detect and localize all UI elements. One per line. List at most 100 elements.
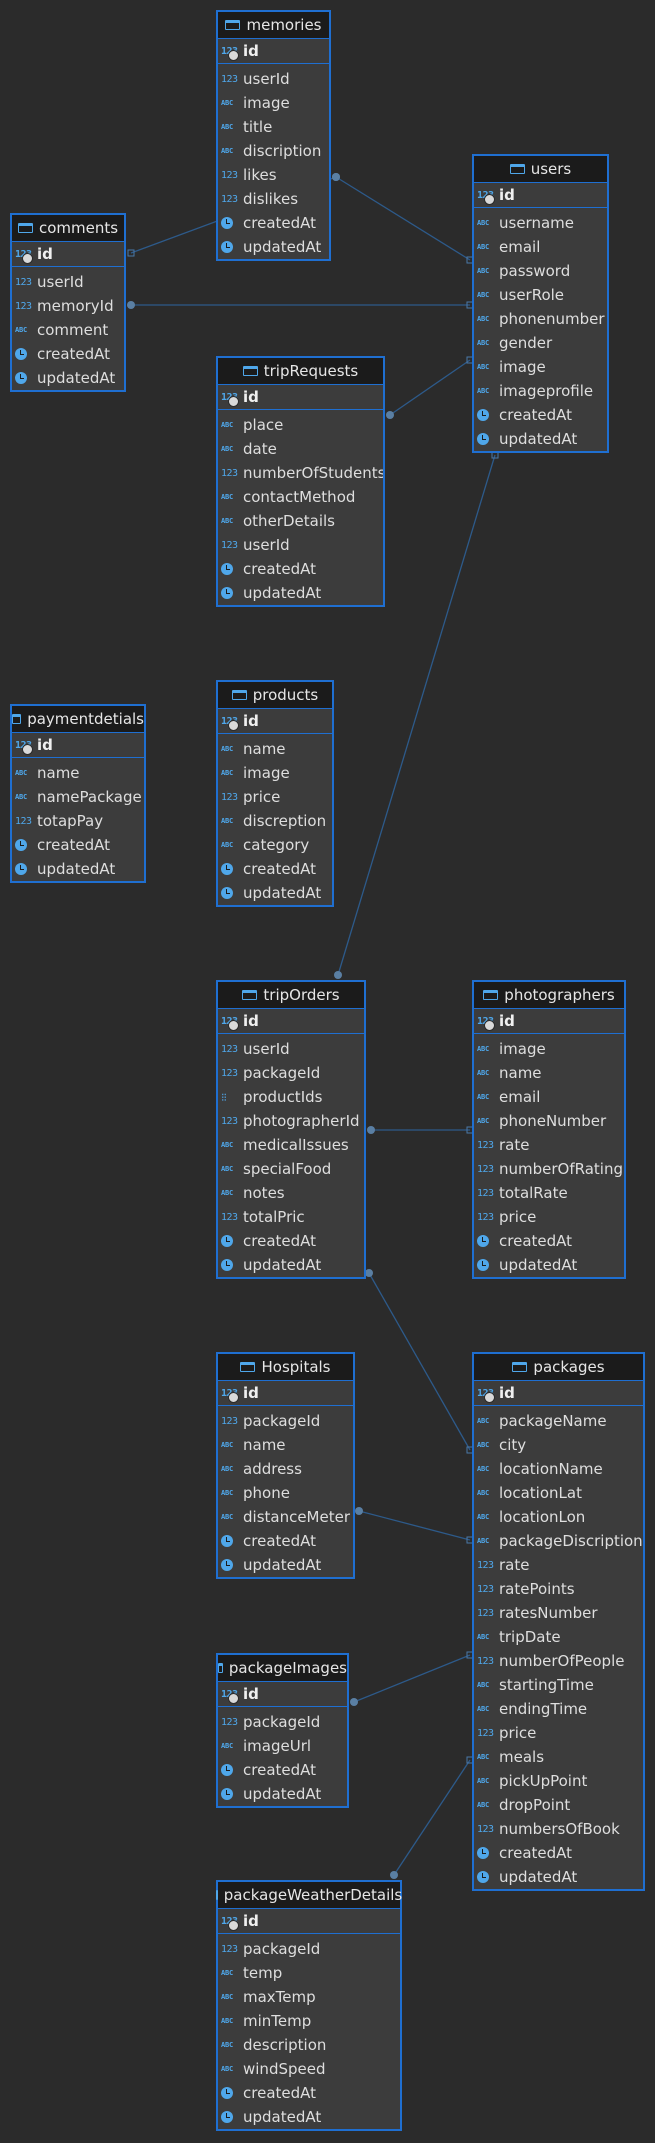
primary-key-column[interactable]: 123id — [474, 1009, 624, 1034]
table-Hospitals[interactable]: Hospitals123id123packageIdABCnameABCaddr… — [216, 1352, 355, 1579]
column-row[interactable]: updatedAt — [218, 1782, 347, 1806]
column-row[interactable]: createdAt — [218, 1229, 364, 1253]
table-header[interactable]: packageImages — [218, 1655, 347, 1682]
relation-packageWeatherDetails-packages[interactable] — [390, 1756, 474, 1879]
column-row[interactable]: createdAt — [218, 2081, 400, 2105]
table-header[interactable]: Hospitals — [218, 1354, 353, 1381]
table-header[interactable]: comments — [12, 215, 124, 242]
table-header[interactable]: paymentdetials — [12, 706, 144, 733]
primary-key-column[interactable]: 123id — [218, 1381, 353, 1406]
primary-key-column[interactable]: 123id — [218, 1009, 364, 1034]
table-header[interactable]: users — [474, 156, 607, 183]
primary-key-column[interactable]: 123id — [218, 1682, 347, 1707]
table-packages[interactable]: packages123idABCpackageNameABCcityABCloc… — [472, 1352, 645, 1891]
table-header[interactable]: tripOrders — [218, 982, 364, 1009]
primary-key-column[interactable]: 123id — [218, 709, 332, 734]
column-row[interactable]: createdAt — [218, 1758, 347, 1782]
column-row[interactable]: updatedAt — [218, 581, 383, 605]
table-header[interactable]: memories — [218, 12, 329, 39]
column-row[interactable]: updatedAt — [218, 235, 329, 259]
table-header[interactable]: packages — [474, 1354, 643, 1381]
table-photographers[interactable]: photographers123idABCimageABCnameABCemai… — [472, 980, 626, 1279]
column-row[interactable]: updatedAt — [218, 881, 332, 905]
column-row[interactable]: updatedAt — [12, 857, 144, 881]
column-row[interactable]: ⁝⁝productIds — [218, 1085, 364, 1109]
table-users[interactable]: users123idABCusernameABCemailABCpassword… — [472, 154, 609, 453]
table-header[interactable]: tripRequests — [218, 358, 383, 385]
column-row[interactable]: createdAt — [218, 1529, 353, 1553]
primary-key-column[interactable]: 123id — [12, 242, 124, 267]
column-row[interactable]: updatedAt — [218, 2105, 400, 2129]
column-row[interactable]: createdAt — [12, 833, 144, 857]
table-products[interactable]: products123idABCnameABCimage123priceABCd… — [216, 680, 334, 907]
relation-tripRequests-users[interactable] — [386, 356, 474, 419]
column-row[interactable]: updatedAt — [474, 427, 607, 451]
column-row[interactable]: updatedAt — [218, 1253, 364, 1277]
table-paymentdetials[interactable]: paymentdetials123idABCnameABCnamePackage… — [10, 704, 146, 883]
column-row[interactable]: createdAt — [218, 211, 329, 235]
relation-tripOrders-photographers[interactable] — [367, 1126, 474, 1134]
table-header[interactable]: photographers — [474, 982, 624, 1009]
table-memories[interactable]: memories123id123userIdABCimageABCtitleAB… — [216, 10, 331, 261]
primary-key-column[interactable]: 123id — [474, 1381, 643, 1406]
table-tripRequests[interactable]: tripRequests123idABCplaceABCdate123numbe… — [216, 356, 385, 607]
relation-memories-users[interactable] — [332, 173, 474, 264]
table-header[interactable]: packageWeatherDetails — [215, 1882, 402, 1909]
relation-Hospitals-packages[interactable] — [355, 1507, 474, 1544]
column-row[interactable]: updatedAt — [474, 1253, 624, 1277]
column-row[interactable]: createdAt — [218, 857, 332, 881]
primary-key-column[interactable]: 123id — [218, 385, 383, 410]
column-row[interactable]: createdAt — [218, 557, 383, 581]
